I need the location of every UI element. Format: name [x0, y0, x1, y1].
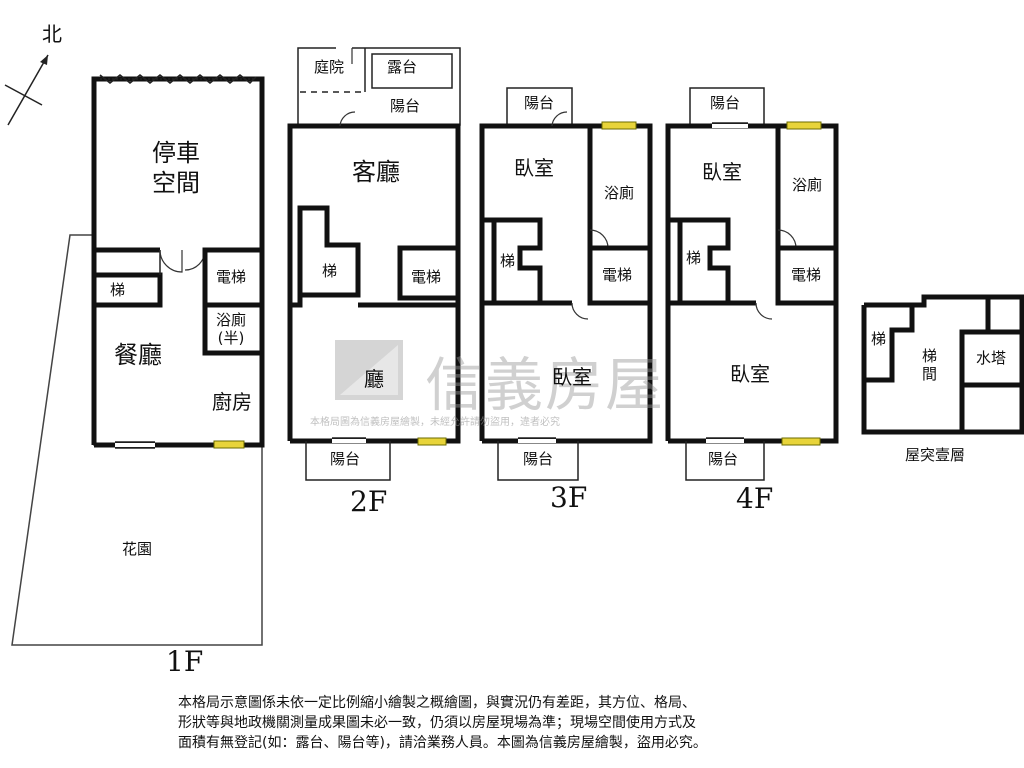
roof-floor-label: 屋突壹層	[905, 446, 966, 464]
north-arrow	[4, 54, 49, 126]
disclaimer-line: 形狀等與地政機關測量成果圖未必一致，仍須以房屋現場為準；現場空間使用方式及	[178, 715, 696, 731]
roof-stairwell-label: 梯 間	[922, 347, 938, 383]
4f-balcony-top-label: 陽台	[710, 94, 741, 112]
3f-elevator-label: 電梯	[602, 266, 633, 284]
floor-1f-label: 1F	[166, 645, 204, 678]
water-tower-label: 水塔	[976, 349, 1007, 367]
compass-label: 北	[42, 22, 62, 46]
3f-bedroom-top-label: 臥室	[514, 156, 554, 180]
1f-elevator-label: 電梯	[216, 268, 247, 286]
3f-balcony-top-label: 陽台	[524, 94, 555, 112]
disclaimer-line: 本格局示意圖係未依一定比例縮小繪製之概繪圖，與實況仍有差距，其方位、格局、	[178, 695, 696, 711]
2f-balcony-top-label: 陽台	[390, 97, 421, 115]
disclaimer-text: 本格局示意圖係未依一定比例縮小繪製之概繪圖，與實況仍有差距，其方位、格局、 形狀…	[178, 693, 868, 753]
4f-elevator-label: 電梯	[791, 266, 822, 284]
hall-label: 廳	[364, 367, 384, 391]
3f-stairs-label: 梯	[500, 252, 516, 270]
3f-bedroom-bottom-label: 臥室	[552, 365, 592, 389]
floor-3f-plan	[479, 87, 653, 481]
4f-bath-label: 浴廁	[792, 176, 823, 194]
4f-balcony-bottom-label: 陽台	[708, 450, 739, 468]
roof-stairs-label: 梯	[871, 330, 887, 348]
watermark-logo	[335, 340, 403, 400]
watermark-notice: 本格局圖為信義房屋繪製，未經允許請勿盜用，違者必究	[310, 417, 560, 428]
4f-bedroom-top-label: 臥室	[702, 160, 742, 184]
disclaimer-line: 面積有無登記(如：露台、陽台等)，請洽業務人員。本圖為信義房屋繪製，盜用必究。	[178, 735, 707, 751]
floor-4f-label: 4F	[736, 482, 774, 515]
3f-balcony-bottom-label: 陽台	[523, 450, 554, 468]
floor-3f-label: 3F	[550, 481, 588, 514]
floor-2f-plan	[287, 46, 461, 481]
watermark-brand: 信義房屋	[425, 351, 666, 419]
garden-label: 花園	[122, 540, 153, 558]
floor-1f-plan	[11, 74, 265, 646]
2f-stairs-label: 梯	[322, 262, 338, 280]
terrace-label: 露台	[387, 58, 418, 76]
living-room-label: 客廳	[352, 158, 400, 186]
courtyard-label: 庭院	[314, 58, 345, 76]
floor-4f-plan	[665, 87, 839, 481]
roof-plan	[861, 294, 1024, 435]
4f-bedroom-bottom-label: 臥室	[730, 362, 770, 386]
1f-stairs-label: 梯	[110, 281, 126, 299]
floor-2f-label: 2F	[350, 485, 388, 518]
3f-bath-label: 浴廁	[604, 184, 635, 202]
4f-stairs-label: 梯	[686, 249, 702, 267]
2f-balcony-bottom-label: 陽台	[330, 450, 361, 468]
1f-bath-label: 浴廁 (半)	[216, 311, 247, 347]
garden-area	[11, 234, 263, 646]
kitchen-label: 廚房	[212, 390, 252, 414]
parking-label: 停車 空間	[152, 139, 200, 197]
dining-label: 餐廳	[114, 341, 162, 369]
2f-elevator-label: 電梯	[411, 268, 442, 286]
